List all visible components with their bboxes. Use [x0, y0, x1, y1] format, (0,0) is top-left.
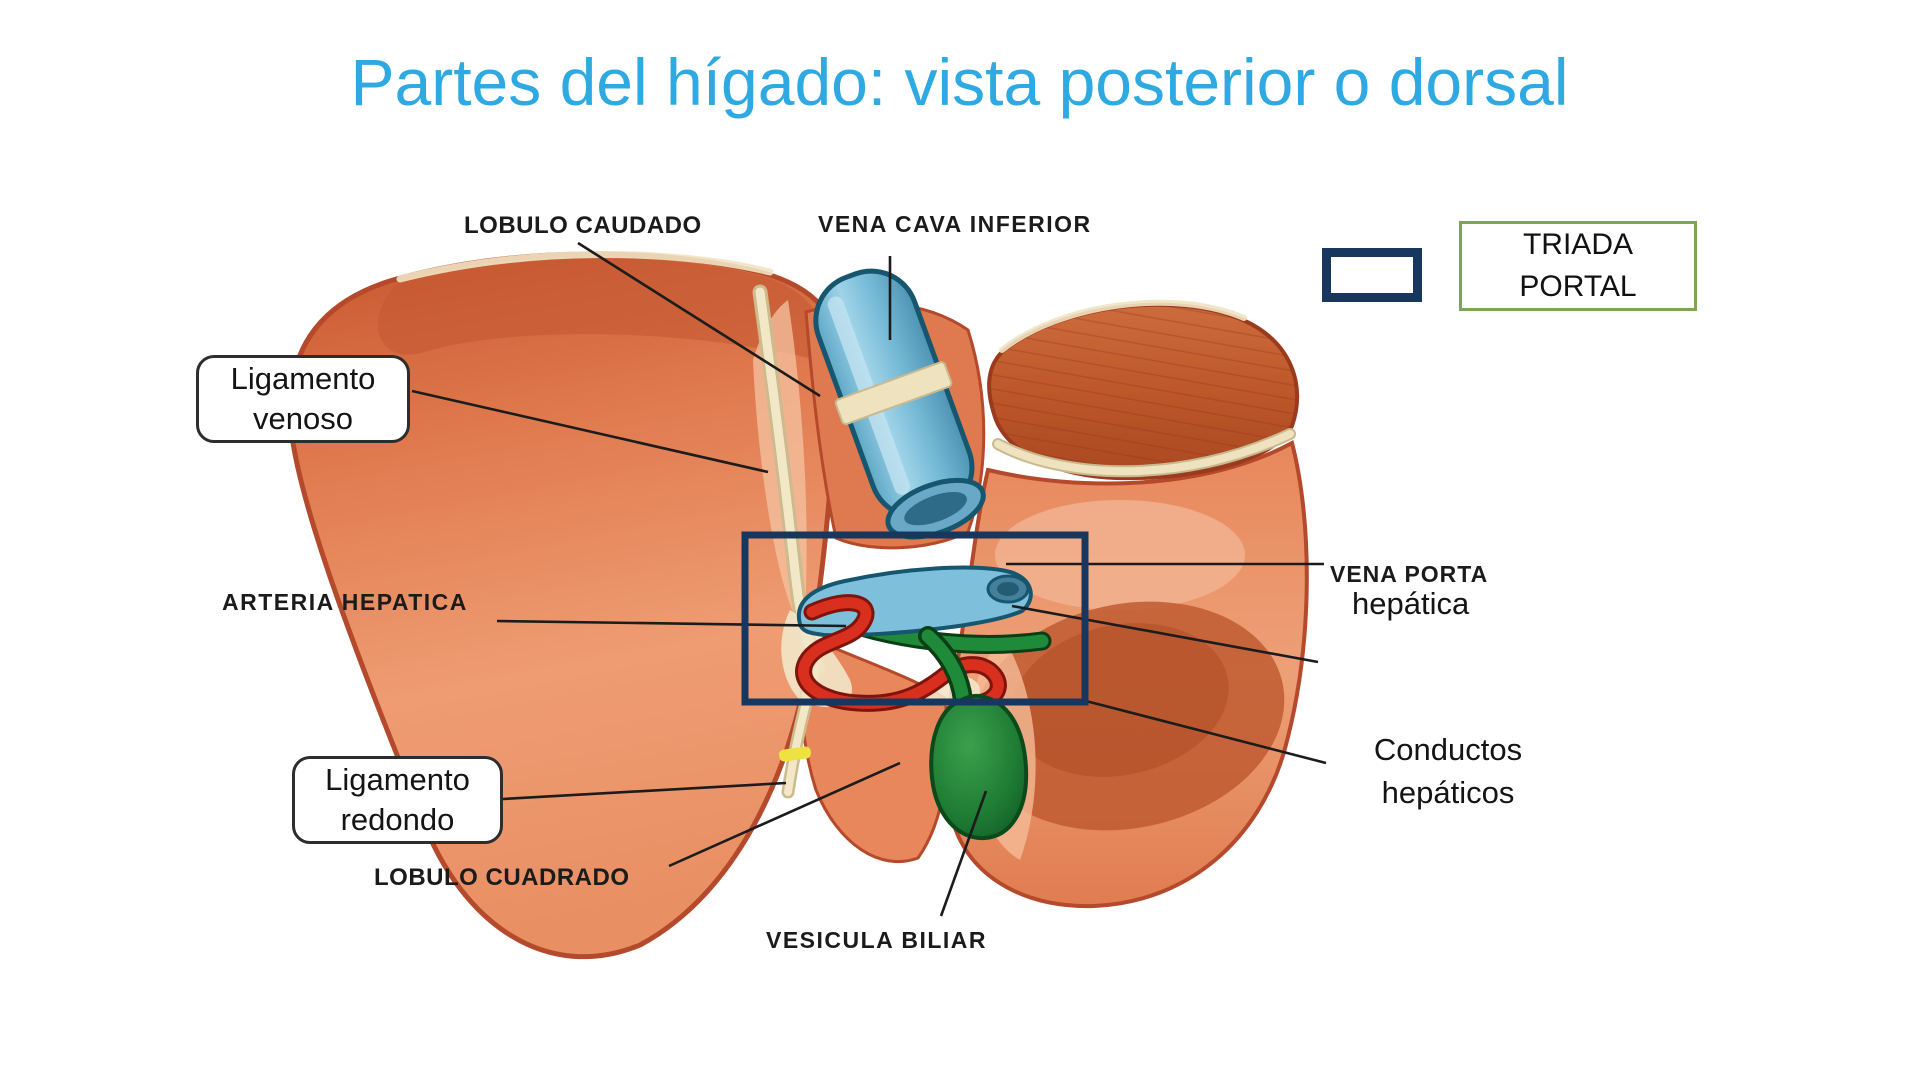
- round-ligament-tie: [778, 746, 812, 762]
- callout-ligamento-redondo: Ligamento redondo: [292, 756, 503, 844]
- leader-vesicula-biliar: [939, 790, 988, 917]
- callout-ligamento-venoso-text: Ligamento venoso: [230, 361, 376, 436]
- label-lobulo-cuadrado: LOBULO CUADRADO: [374, 864, 630, 891]
- vena-cava-cream-band: [834, 361, 953, 426]
- portal-vein-opening-lumen: [997, 582, 1019, 596]
- ridge-under-cream-strip: [994, 430, 1294, 476]
- label-lobulo-caudado: LOBULO CAUDADO: [464, 212, 702, 239]
- right-lobe-impression-light-upper: [995, 500, 1245, 610]
- left-lobe-top-shading: [377, 257, 827, 362]
- callout-ligamento-venoso: Ligamento venoso: [196, 355, 410, 443]
- label-conductos-hepaticos: Conductos hepáticos: [1373, 732, 1523, 810]
- hepatic-duct-trunk: [921, 629, 970, 707]
- leader-ligamento-venoso: [411, 389, 769, 474]
- callout-ligamento-redondo-text: Ligamento redondo: [325, 762, 470, 837]
- leader-lobulo-caudado: [577, 241, 821, 398]
- leader-arteria-hepatica: [496, 619, 847, 628]
- vena-cava-vessel: [813, 268, 986, 540]
- leader-conductos-hepaticos: [1081, 698, 1327, 765]
- label-vena-porta-hepatica: hepática: [1352, 586, 1470, 621]
- legend-triada-portal-text: TRIADA PORTAL: [1519, 228, 1637, 303]
- right-lobe-impression-dark-core: [1011, 623, 1229, 777]
- triada-portal-legend-swatch: [1322, 248, 1422, 302]
- label-vesicula-biliar: VESICULA BILIAR: [766, 927, 987, 953]
- legend-triada-portal-box: TRIADA PORTAL: [1459, 221, 1697, 311]
- page-title: Partes del hígado: vista posterior o dor…: [350, 45, 1569, 119]
- vena-cava-opening-lumen: [904, 492, 967, 526]
- label-vena-cava-inferior: VENA CAVA INFERIOR: [818, 211, 1092, 237]
- portal-triad-vessels: [781, 565, 1052, 841]
- gallbladder-shape: [929, 693, 1029, 841]
- triada-portal-highlight-box: [741, 531, 1089, 706]
- ridge-top-cream-edge: [999, 299, 1247, 353]
- top-right-ridge-hatch: [989, 304, 1298, 479]
- label-vena-porta: VENA PORTA: [1330, 561, 1489, 587]
- leader-lines: [411, 241, 1327, 917]
- leader-lobulo-cuadrado: [668, 761, 901, 868]
- label-arteria-hepatica: ARTERIA HEPATICA: [222, 589, 468, 615]
- leader-vena-porta-lower: [1011, 604, 1319, 664]
- leader-ligamento-redondo: [502, 781, 787, 801]
